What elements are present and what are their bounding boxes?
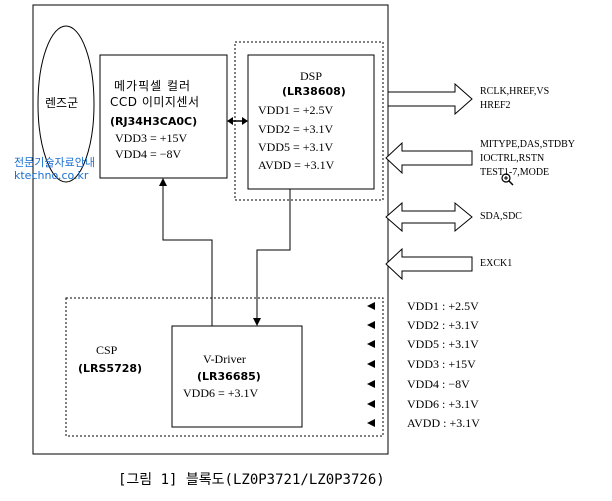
vdriver-part-number: (LR36685): [197, 370, 261, 383]
ccd-part-number: (RJ34H3CA0C): [110, 115, 198, 128]
power-pin-label: VDD4 : −8V: [407, 377, 470, 391]
dsp-to-vdriver-line: [256, 189, 291, 322]
signal-in-line1: MITYPE,DAS,STDBY: [480, 139, 576, 150]
dsp-box: [247, 54, 375, 190]
dsp-vdd2: VDD2 = +3.1V: [258, 122, 334, 136]
power-pin-label: VDD3 : +15V: [407, 357, 476, 371]
dsp-vdd5: VDD5 = +3.1V: [258, 140, 334, 154]
dsp-part-number: (LR38608): [282, 85, 346, 98]
ccd-title-line1: 메가픽셀 컬러: [114, 79, 192, 93]
vdriver-to-ccd-line: [162, 182, 213, 326]
magnifier-icon: [501, 173, 514, 186]
ccd-vdd3: VDD3 = +15V: [115, 131, 188, 145]
power-pin-label: VDD6 : +3.1V: [407, 397, 479, 411]
lens-ellipse: [37, 25, 95, 183]
watermark-line1: 전문기술자료안내: [14, 156, 95, 169]
ccd-vdd4: VDD4 = −8V: [115, 147, 182, 161]
figure-caption: [그림 1] 블록도(LZ0P3721/LZ0P3726): [118, 472, 385, 488]
signal-clock: EXCK1: [480, 258, 513, 269]
vdriver-vdd6: VDD6 = +3.1V: [183, 386, 259, 400]
power-pin-label: VDD2 : +3.1V: [407, 318, 479, 332]
dsp-region: [234, 41, 384, 201]
input-arrow-control: [385, 141, 473, 175]
power-pin-label: VDD5 : +3.1V: [407, 337, 479, 351]
vdriver-title: V-Driver: [203, 352, 246, 366]
watermark-line2: ktechno.co.kr: [14, 169, 89, 182]
signal-out-line2: HREF2: [480, 100, 511, 111]
ccd-title-line2: CCD 이미지센서: [110, 95, 200, 109]
signal-in-line3: TEST1-7,MODE: [480, 167, 550, 178]
module-frame: [32, 4, 389, 455]
signal-bidir: SDA,SDC: [480, 211, 522, 222]
csp-region: [65, 297, 384, 437]
lens-label: 렌즈군: [45, 96, 79, 110]
power-pin-arrows: [367, 302, 375, 427]
dsp-title: DSP: [300, 69, 323, 83]
output-arrow: [387, 82, 473, 116]
signal-in-line2: IOCTRL,RSTN: [480, 153, 545, 164]
power-pin-label: VDD1 : +2.5V: [407, 299, 479, 313]
signal-out-line1: RCLK,HREF,VS: [480, 86, 550, 97]
bidir-arrow: [385, 201, 473, 233]
dsp-vdd1: VDD1 = +2.5V: [258, 103, 334, 117]
ccd-box: [99, 54, 228, 179]
csp-title: CSP: [96, 343, 118, 357]
dsp-avdd: AVDD = +3.1V: [258, 158, 335, 172]
input-arrow-clock: [385, 247, 473, 281]
vdriver-box: [171, 325, 303, 428]
power-pin-label: AVDD : +3.1V: [407, 416, 480, 430]
csp-part-number: (LRS5728): [78, 362, 143, 375]
